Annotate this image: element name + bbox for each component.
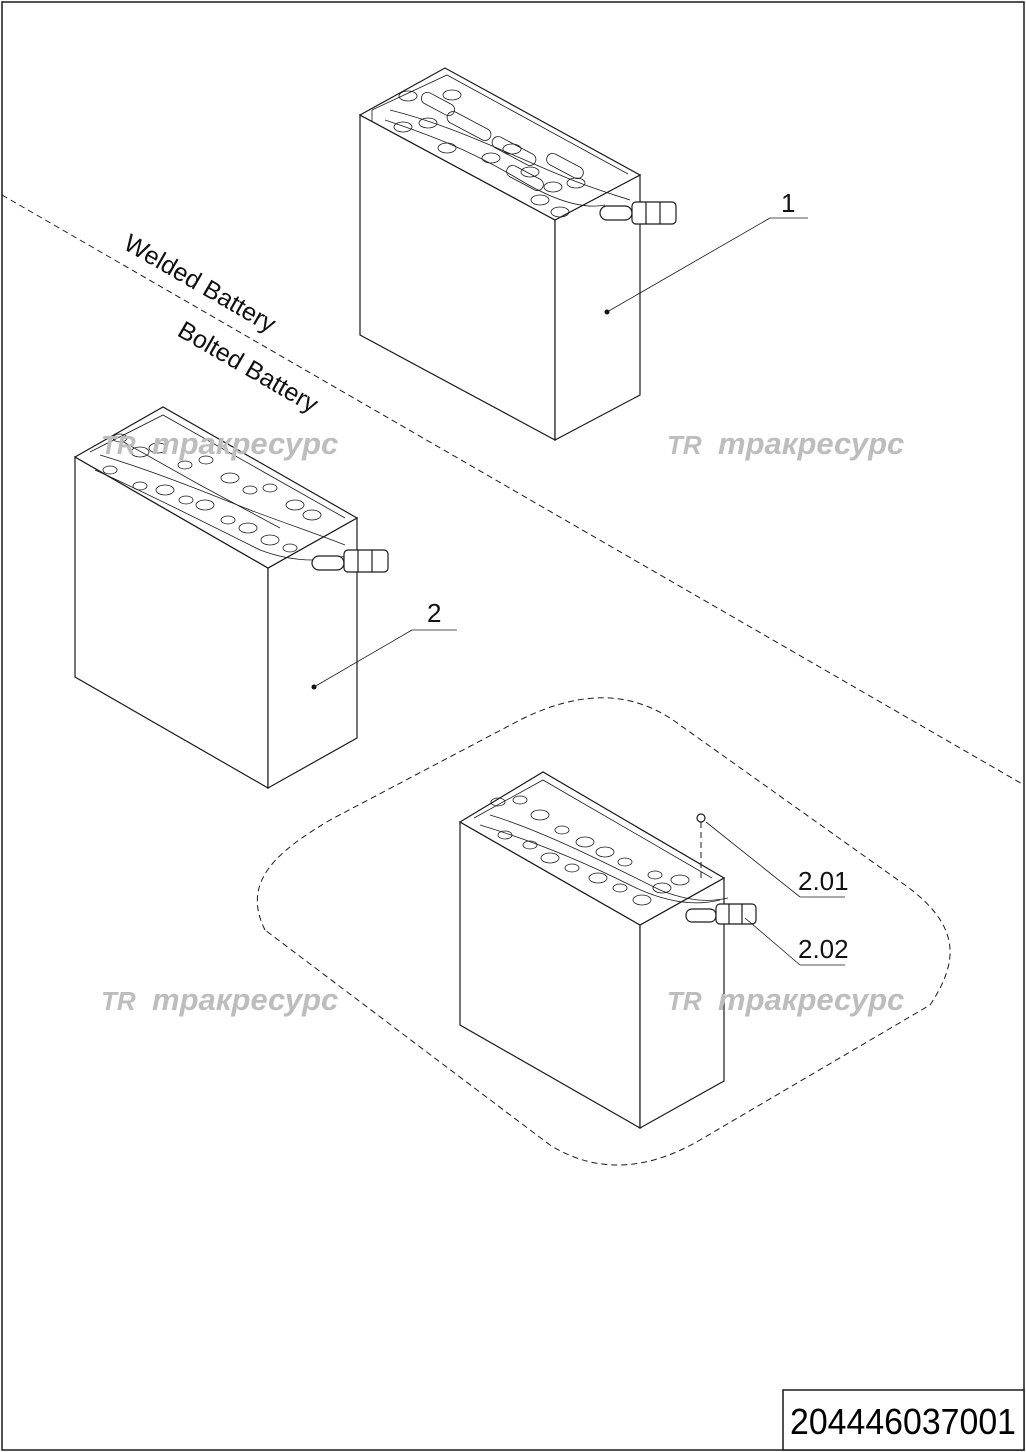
callout-1: 1 <box>781 188 795 218</box>
battery-welded <box>358 67 677 442</box>
watermark-1: TR тракресурс <box>101 426 338 461</box>
watermark-2: TR тракресурс <box>667 426 904 461</box>
battery-bolted <box>73 406 389 790</box>
callout-2: 2 <box>427 598 441 628</box>
battery-bolted-detail <box>458 771 757 1130</box>
watermark-text: тракресурс <box>718 982 904 1017</box>
detail-outline <box>256 697 951 1166</box>
watermark-3: TR тракресурс <box>101 982 338 1017</box>
document-number: 204446037001 <box>790 1401 1016 1442</box>
watermark-logo: TR <box>667 986 702 1016</box>
watermark-text: тракресурс <box>152 426 338 461</box>
watermark-logo: TR <box>667 430 702 460</box>
welded-battery-label: Welded Battery <box>119 229 281 339</box>
watermark-logo: TR <box>101 986 136 1016</box>
callout-2-02: 2.02 <box>798 934 849 964</box>
watermark-text: тракресурс <box>718 426 904 461</box>
watermark-text: тракресурс <box>152 982 338 1017</box>
section-divider <box>1 194 1025 786</box>
callout-2-01: 2.01 <box>798 866 849 896</box>
watermark-4: TR тракресурс <box>667 982 904 1017</box>
document-number-box <box>782 1389 1025 1451</box>
watermark-logo: TR <box>101 430 136 460</box>
